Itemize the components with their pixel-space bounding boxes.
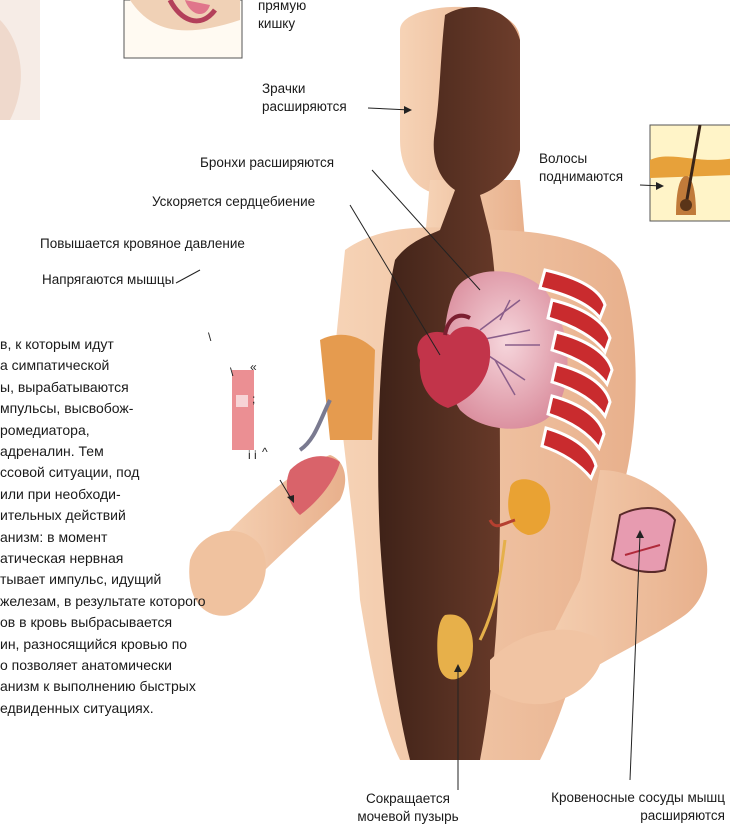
label-bladder: Сокращается мочевой пузырь: [338, 790, 478, 826]
body-line: анизм: в момент: [0, 527, 107, 548]
body-line: в, к которым идут: [0, 334, 114, 355]
body-line: мпульсы, высвобож-: [0, 398, 133, 419]
body-line: ительных действий: [0, 505, 126, 526]
vessel-inset: [612, 508, 675, 572]
label-pupils-line1: Зрачки: [262, 80, 347, 98]
label-bronchi: Бронхи расширяются: [200, 154, 334, 172]
label-vessels-line1: Кровеносные сосуды мышц: [500, 789, 725, 807]
scan-artifact: [232, 370, 254, 450]
fragment-quote: «: [250, 360, 257, 374]
fragment-semicolon: ;: [252, 392, 255, 406]
body-line: о позволяет анатомически: [0, 655, 172, 676]
body-line: железам, в результате которого: [0, 591, 205, 612]
label-pressure: Повышается кровяное давление: [40, 235, 245, 253]
label-bladder-line1: Сокращается: [338, 790, 478, 808]
body-line: тывает импульс, идущий: [0, 569, 161, 590]
body-line: ромедиатора,: [0, 420, 90, 441]
label-vessels-line2: расширяются: [500, 807, 725, 825]
fragment-ii: i i: [248, 448, 257, 462]
inset-rectum: [124, 0, 242, 58]
body-line: атическая нервная: [0, 548, 123, 569]
label-hair-line1: Волосы: [539, 150, 623, 168]
label-muscles: Напрягаются мышцы: [42, 271, 174, 289]
label-rectum-line1: прямую: [258, 0, 306, 15]
fragment-caret: ^: [262, 445, 268, 459]
body-line: ин, разносящийся кровью по: [0, 634, 187, 655]
body-line: или при необходи-: [0, 484, 121, 505]
body-line: а симпатической: [0, 355, 109, 376]
label-rectum-line2: кишку: [258, 15, 306, 33]
label-rectum: прямую кишку: [258, 0, 306, 33]
label-vessels: Кровеносные сосуды мышц расширяются: [500, 789, 725, 825]
fragment-backslash-2: \: [230, 365, 233, 379]
body-line: адреналин. Тем: [0, 441, 104, 462]
label-hair-line2: поднимаются: [539, 168, 623, 186]
label-pupils-line2: расширяются: [262, 98, 347, 116]
label-heartbeat: Ускоряется сердцебиение: [152, 193, 315, 211]
label-pupils: Зрачки расширяются: [262, 80, 347, 116]
label-hair: Волосы поднимаются: [539, 150, 623, 186]
body-line: ов в кровь выбрасывается: [0, 612, 172, 633]
inset-hair: [650, 125, 730, 221]
body-line: едвиденных ситуациях.: [0, 698, 154, 719]
fragment-backslash-1: \: [208, 330, 211, 344]
body-line: ы, вырабатываются: [0, 377, 129, 398]
corner-image-fragment: [0, 0, 40, 120]
body-line: анизм к выполнению быстрых: [0, 676, 196, 697]
body-line: ссовой ситуации, под: [0, 462, 139, 483]
label-bladder-line2: мочевой пузырь: [338, 808, 478, 826]
